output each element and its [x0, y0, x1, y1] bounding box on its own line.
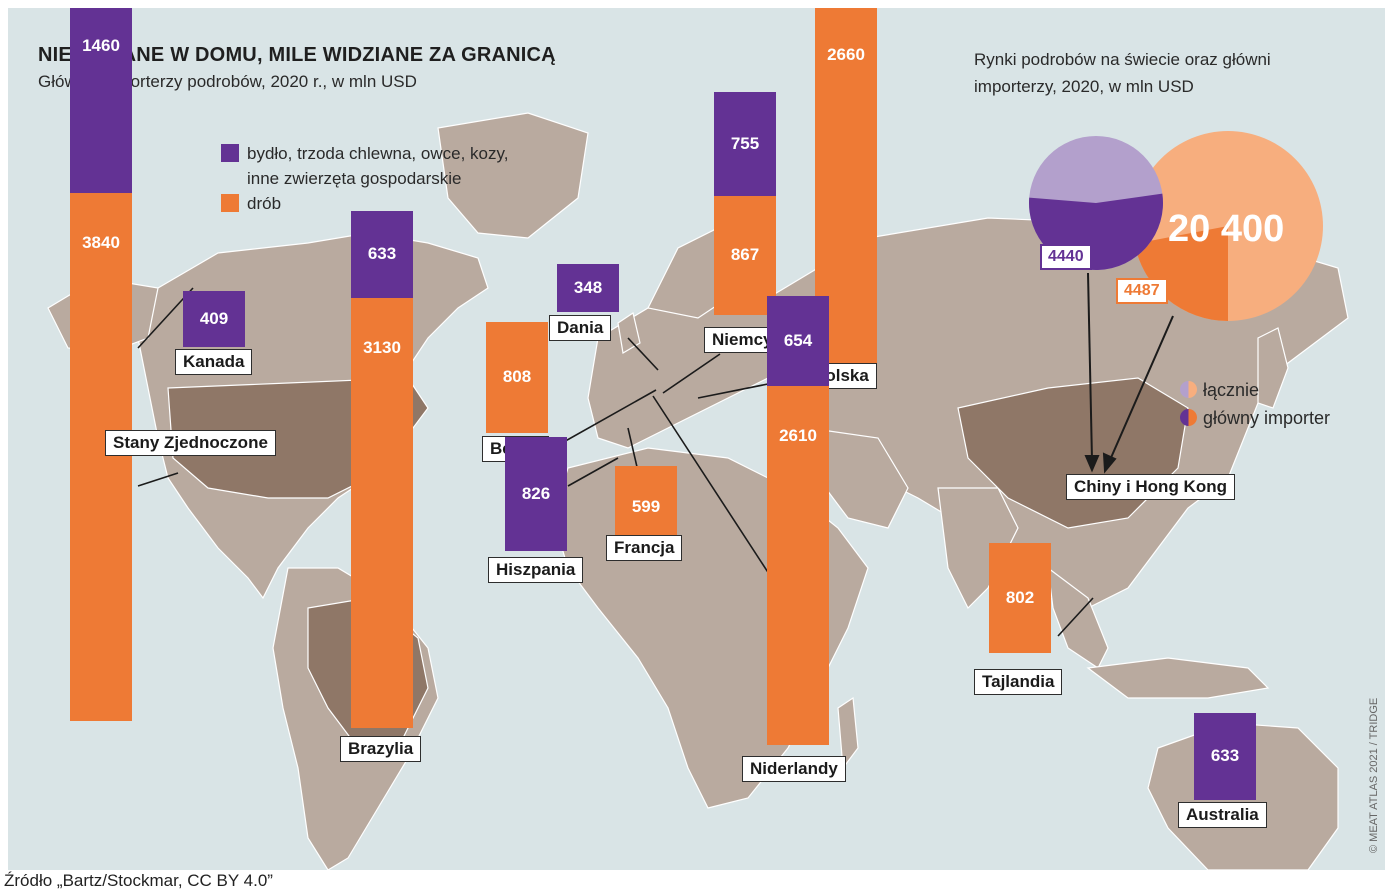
- bar-segment-livestock-hiszpania: 826: [505, 437, 567, 551]
- label-stany-zjednoczone: Stany Zjednoczone: [105, 430, 276, 456]
- bar-kanada: 409: [183, 290, 245, 347]
- arrow-head-orange: [1102, 452, 1117, 474]
- leader-dania: [627, 337, 659, 371]
- map-japan: [1257, 327, 1289, 409]
- bar-francja: 599: [615, 465, 677, 548]
- bar-segment-poultry-stany-zjednoczone: 3840: [70, 193, 132, 721]
- arrow-head-purple: [1084, 455, 1100, 473]
- bar-dania: 348: [557, 264, 619, 312]
- label-chiny: Chiny i Hong Kong: [1066, 474, 1235, 500]
- label-francja: Francja: [606, 535, 683, 561]
- leader-stany: [137, 472, 179, 487]
- label-australia: Australia: [1178, 802, 1267, 828]
- legend-item-livestock: bydło, trzoda chlewna, owce, kozy, inne …: [221, 141, 508, 191]
- leader-niderlandy: [652, 395, 774, 581]
- bar-hiszpania: 826: [505, 437, 567, 551]
- legend-label-livestock: bydło, trzoda chlewna, owce, kozy, inne …: [247, 141, 508, 191]
- legend-livestock-line2: inne zwierzęta gospodarskie: [247, 169, 462, 188]
- bar-segment-livestock-niderlandy: 654: [767, 296, 829, 387]
- bar-segment-livestock-brazylia: 633: [351, 210, 413, 298]
- chart-subtitle: Główni eksporterzy podrobów, 2020 r., w …: [38, 72, 417, 91]
- legend-item-poultry: drób: [221, 191, 508, 216]
- bar-belgia: 808: [486, 321, 548, 433]
- label-brazylia: Brazylia: [340, 736, 422, 762]
- legend-swatch-livestock: [221, 144, 239, 162]
- label-dania: Dania: [549, 315, 612, 341]
- leader-niemcy: [662, 353, 721, 394]
- chart-title: NIECHCIANE W DOMU, MILE WIDZIANE ZA GRAN…: [38, 44, 556, 66]
- bar-segment-livestock-dania: 348: [557, 264, 619, 312]
- bar-tajlandia: 802: [989, 542, 1051, 653]
- arrow-shaft-purple: [1087, 272, 1093, 461]
- label-tajlandia: Tajlandia: [974, 669, 1063, 695]
- label-niderlandy: Niderlandy: [742, 756, 846, 782]
- bar-segment-poultry-niemcy: 867: [714, 195, 776, 315]
- pie-total-poultry: 20 400: [1168, 208, 1285, 250]
- bar-segment-poultry-brazylia: 3130: [351, 297, 413, 728]
- bar-segment-poultry-belgia: 808: [486, 321, 548, 433]
- map-uk: [617, 312, 641, 354]
- bar-segment-livestock-niemcy: 755: [714, 91, 776, 196]
- pie-importer-livestock: 4440: [1040, 244, 1092, 270]
- pie-legend-total-label: łącznie: [1203, 380, 1260, 400]
- label-kanada: Kanada: [175, 349, 253, 375]
- legend-swatch-poultry: [221, 194, 239, 212]
- leader-belgia: [552, 389, 657, 449]
- map-greenland: [437, 112, 589, 239]
- bar-segment-livestock-kanada: 409: [183, 290, 245, 347]
- pie-legend-main-dot: [1180, 409, 1197, 426]
- map-indonesia: [1086, 657, 1270, 699]
- credit-text: © MEAT ATLAS 2021 / TRIDGE: [1368, 697, 1380, 853]
- source-note: Źródło „Bartz/Stockmar, CC BY 4.0”: [4, 871, 273, 890]
- pie-legend-main: główny importer: [1180, 404, 1330, 432]
- leader-tajlandia: [1057, 597, 1094, 637]
- leader-hiszpania: [567, 457, 619, 487]
- bar-segment-livestock-australia: 633: [1194, 712, 1256, 800]
- bar-segment-livestock-stany-zjednoczone: 1460: [70, 8, 132, 193]
- pie-title: Rynki podrobów na świecie oraz główni im…: [974, 50, 1271, 96]
- label-hiszpania: Hiszpania: [488, 557, 584, 583]
- legend-livestock-line1: bydło, trzoda chlewna, owce, kozy,: [247, 144, 509, 163]
- pie-importer-poultry: 4487: [1116, 278, 1168, 304]
- bar-legend: bydło, trzoda chlewna, owce, kozy, inne …: [221, 141, 508, 216]
- pie-legend-total-dot: [1180, 381, 1197, 398]
- legend-label-poultry: drób: [247, 194, 282, 213]
- pie-legend-total: łącznie: [1180, 376, 1330, 404]
- bar-australia: 633: [1194, 712, 1256, 800]
- arrow-shaft-orange: [1109, 315, 1174, 461]
- pie-legend-main-label: główny importer: [1203, 408, 1331, 428]
- bar-segment-poultry-francja: 599: [615, 465, 677, 548]
- infographic-canvas: NIECHCIANE W DOMU, MILE WIDZIANE ZA GRAN…: [8, 8, 1385, 870]
- bar-segment-poultry-niderlandy: 2610: [767, 386, 829, 745]
- pie-legend: łącznie główny importer: [1180, 376, 1330, 432]
- map-madagascar: [837, 696, 859, 770]
- bar-segment-poultry-tajlandia: 802: [989, 542, 1051, 653]
